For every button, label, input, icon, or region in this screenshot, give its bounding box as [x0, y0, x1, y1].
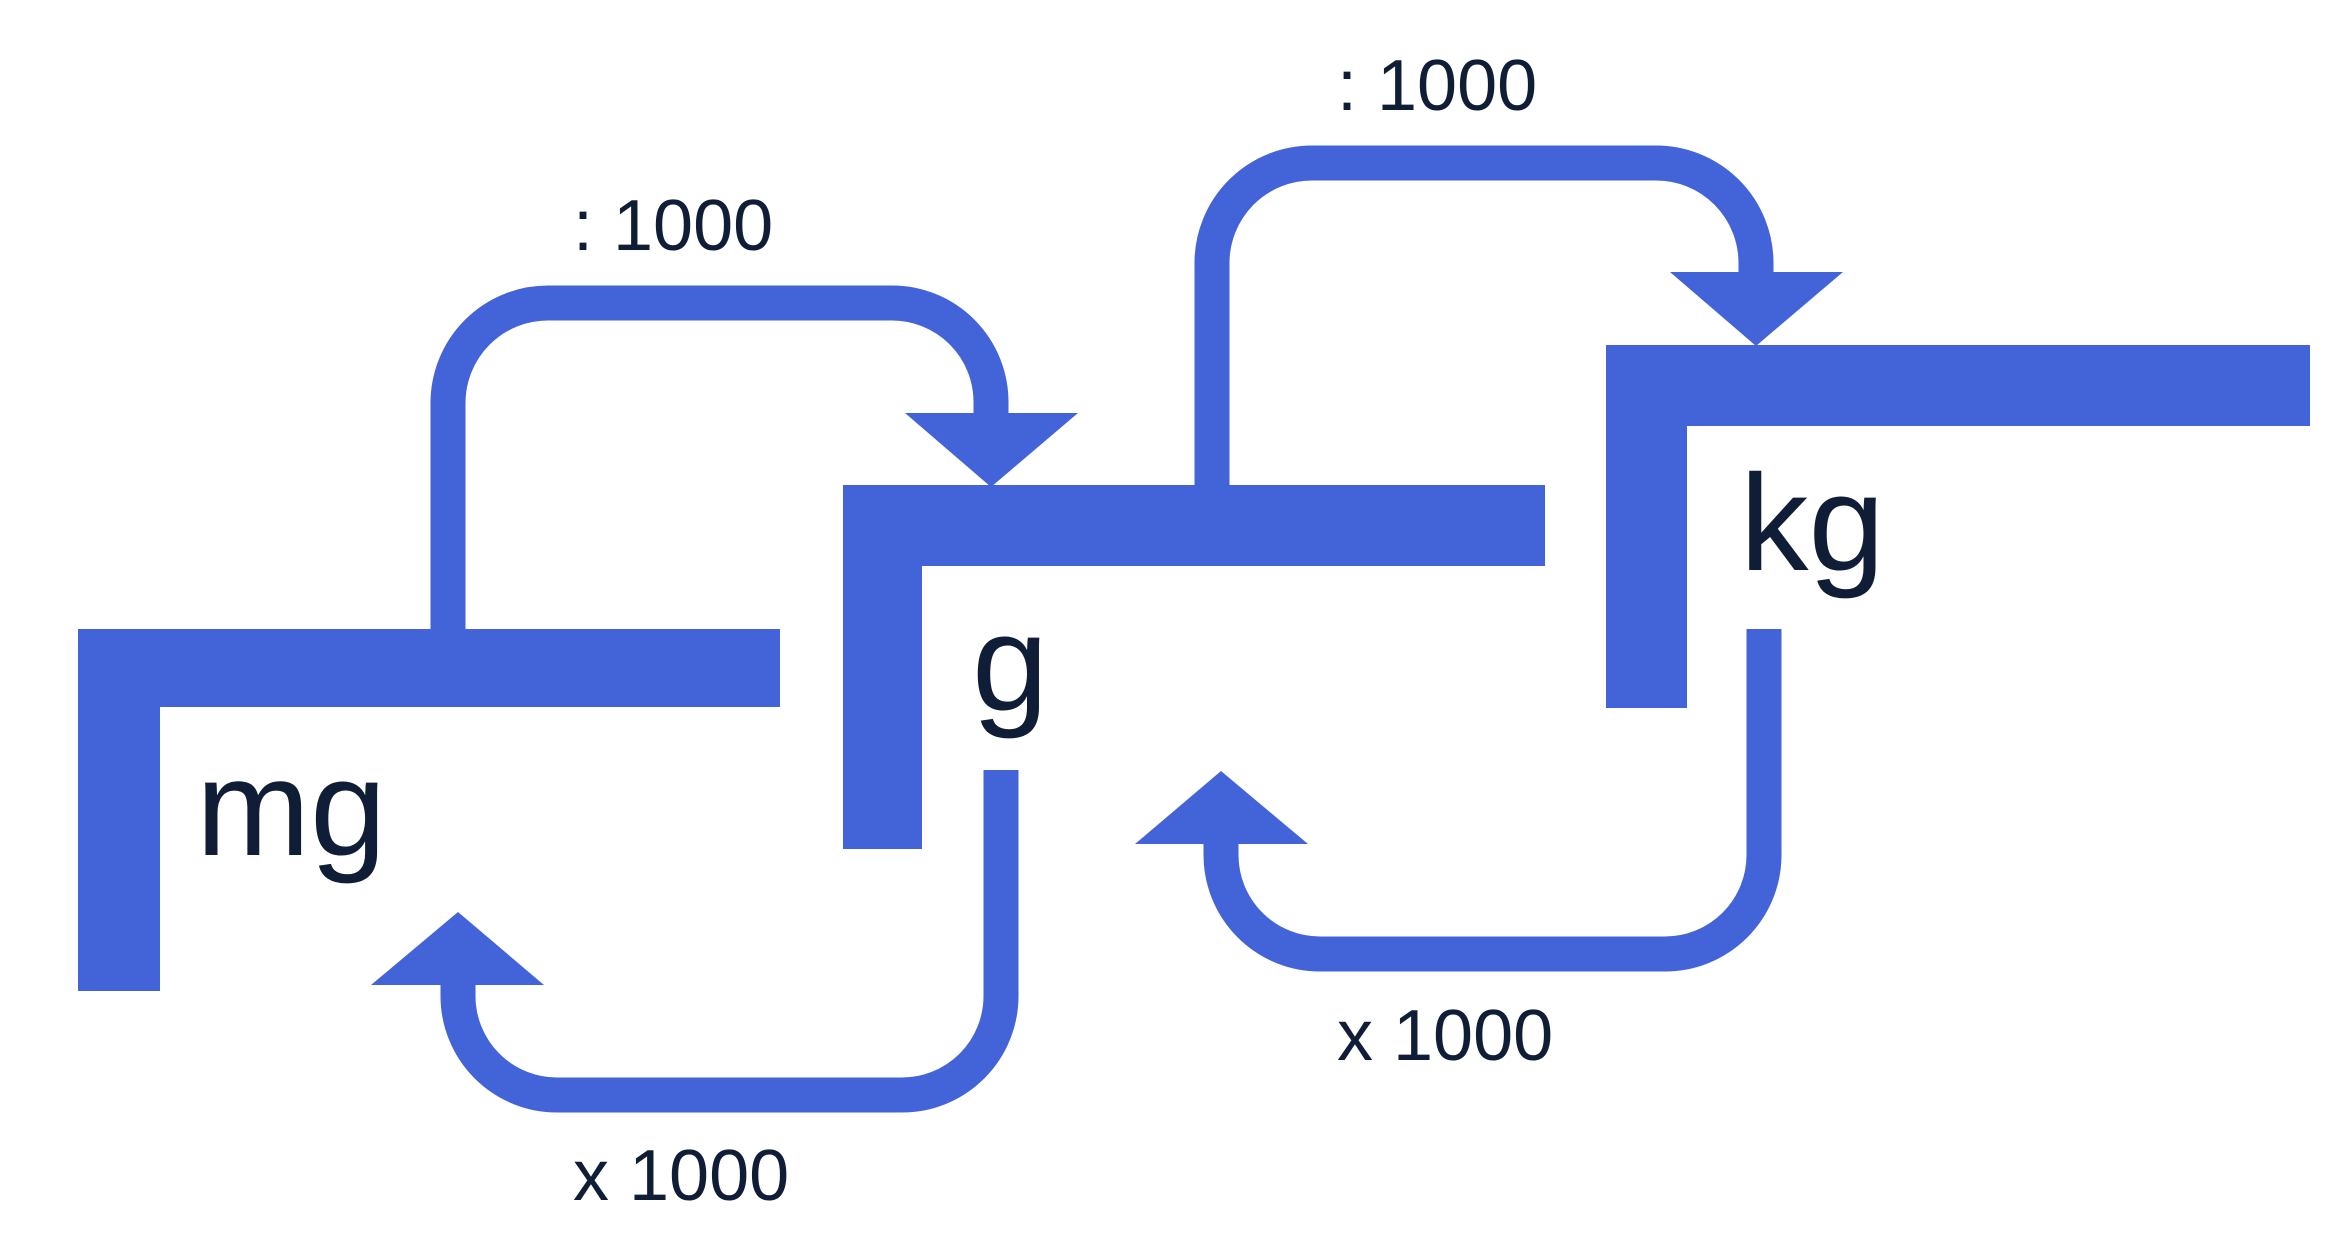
arrow-g-to-mg-head	[371, 912, 544, 985]
step-kg	[1606, 345, 2310, 708]
arrow-mg-to-g-head	[905, 413, 1078, 487]
factor-kg-to-g: x 1000	[1337, 996, 1553, 1076]
arrow-g-to-kg-head	[1670, 272, 1843, 346]
unit-label-mg: mg	[196, 732, 386, 885]
step-mg	[78, 629, 780, 991]
unit-label-g: g	[972, 587, 1048, 740]
arrow-g-to-kg-path	[1194, 145, 1774, 485]
factor-mg-to-g: : 1000	[573, 186, 773, 266]
unit-label-kg: kg	[1740, 447, 1885, 600]
arrow-g-to-mg-path	[440, 770, 1019, 1113]
step-g	[843, 485, 1545, 849]
factor-g-to-mg: x 1000	[573, 1136, 789, 1216]
arrow-mg-to-g-path	[430, 285, 1009, 629]
factor-g-to-kg: : 1000	[1337, 46, 1537, 126]
arrow-kg-to-g-head	[1135, 771, 1308, 844]
arrow-kg-to-g-path	[1203, 629, 1782, 972]
